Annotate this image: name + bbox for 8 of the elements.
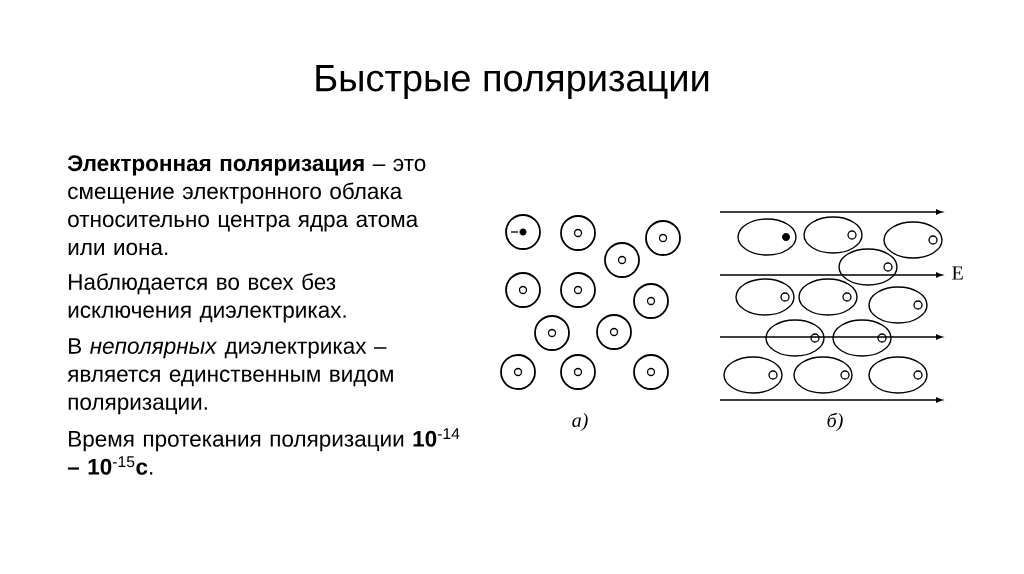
paragraph: Электронная поляризация – это смещение электронного облака относительно центра ядра атома или иона. — [67, 155, 426, 256]
field-label: E — [952, 266, 963, 280]
panel-label: а) — [572, 412, 588, 432]
panel-label: б) — [827, 412, 843, 432]
paragraph: Время протекания поляризации 10$^{-14}$ – 10$^{-15}$с. — [67, 428, 460, 475]
paragraph: Наблюдается во всех без исключения диэлектриках. — [68, 273, 346, 323]
title: Быстрые поляризации — [316, 65, 709, 99]
paragraph: В неполярных диэлектриках – является единственным видом поляризации. — [67, 338, 393, 415]
